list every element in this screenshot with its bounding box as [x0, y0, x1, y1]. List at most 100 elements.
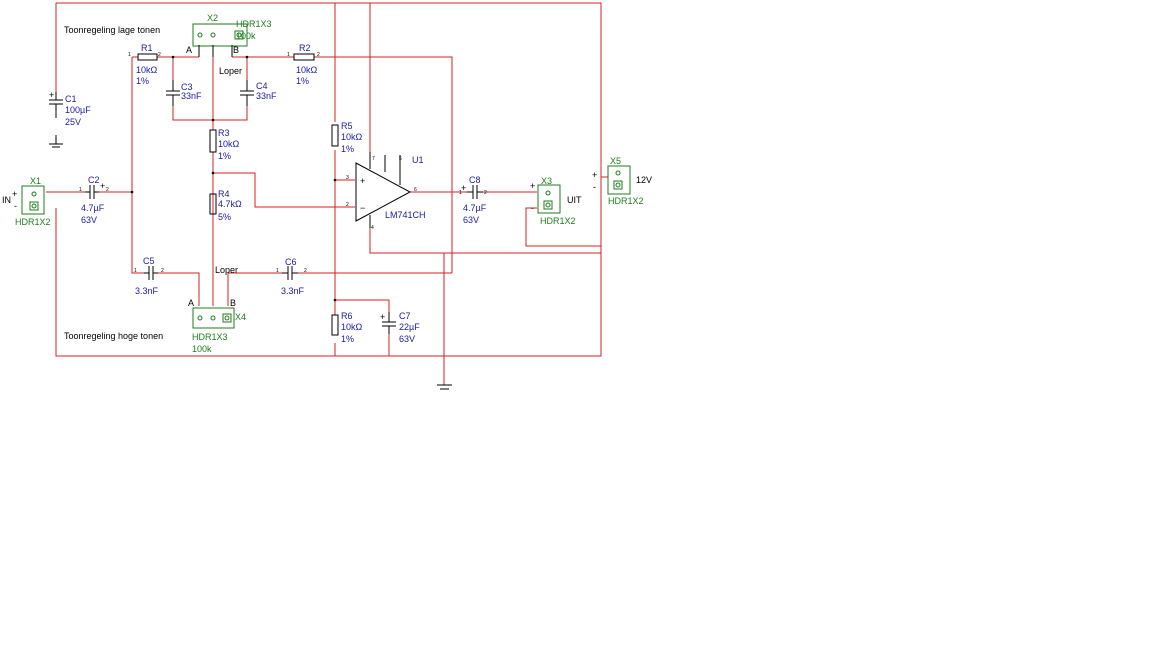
capacitor-c7: + C7 22µF 63V: [380, 311, 420, 344]
capacitor-c3-value: 33nF: [181, 91, 202, 101]
resistor-r6-ref: R6: [341, 311, 353, 321]
opamp-u1-minus: −: [360, 203, 365, 213]
connector-x3-label: UIT: [567, 195, 582, 205]
potentiometer-x4-value: 100k: [192, 344, 212, 354]
capacitor-c2: + C2 4.7µF 63V: [81, 175, 105, 225]
connector-x3-ref: X3: [541, 176, 552, 186]
resistor-r3-tol: 1%: [218, 151, 231, 161]
potentiometer-x2-type: HDR1X3: [236, 19, 272, 29]
connector-x1-plus: +: [12, 189, 17, 199]
resistor-r6-value: 10kΩ: [341, 322, 363, 332]
svg-text:1: 1: [128, 52, 131, 58]
capacitor-c7-value: 22µF: [399, 322, 420, 332]
capacitor-c4-ref: C4: [256, 81, 268, 91]
resistor-r2-tol: 1%: [296, 76, 309, 86]
capacitor-c2-ref: C2: [88, 175, 100, 185]
capacitor-c7-rating: 63V: [399, 334, 415, 344]
capacitor-c5-value: 3.3nF: [135, 286, 159, 296]
pot-b-label-bottom: B: [230, 298, 236, 308]
svg-text:6: 6: [414, 187, 417, 193]
potentiometer-x2-body: [192, 23, 248, 47]
capacitor-c1-plus: +: [49, 90, 54, 100]
svg-text:2: 2: [304, 268, 307, 274]
connector-x1-minus: -: [14, 201, 17, 211]
capacitor-c2-rating: 63V: [81, 215, 97, 225]
resistor-r1-ref: R1: [141, 43, 153, 53]
pot-b-label-top: B: [233, 45, 239, 55]
resistor-r6: R6 10kΩ 1%: [331, 311, 363, 344]
opamp-u1-ref: U1: [412, 155, 424, 165]
resistor-r5-ref: R5: [341, 121, 353, 131]
wiper-label-top: Loper: [219, 66, 242, 76]
capacitor-c4-value: 33nF: [256, 91, 277, 101]
capacitor-c5-ref: C5: [143, 256, 155, 266]
connector-x5-plus: +: [592, 170, 597, 180]
connector-x5-ref: X5: [610, 156, 621, 166]
connector-x5-label: 12V: [636, 175, 652, 185]
resistor-r3: R3 10kΩ 1%: [209, 128, 240, 161]
opamp-u1-plus: +: [360, 176, 365, 186]
resistor-r2-ref: R2: [299, 43, 311, 53]
resistor-r4-tol: 5%: [218, 212, 231, 222]
potentiometer-x2: X2 HDR1X3 100k: [192, 13, 272, 57]
resistor-r6-tol: 1%: [341, 334, 354, 344]
svg-text:2: 2: [484, 190, 487, 196]
connector-x1: X1 HDR1X2 IN + -: [2, 176, 51, 227]
capacitor-c8-plus: +: [461, 183, 466, 193]
resistor-r4-value: 4.7kΩ: [218, 199, 242, 209]
capacitor-c7-plus: +: [380, 312, 385, 322]
connector-x3-type: HDR1X2: [540, 216, 576, 226]
capacitor-c6-value: 3.3nF: [281, 286, 305, 296]
resistor-r4: R4 4.7kΩ 5%: [209, 189, 242, 222]
resistor-r5: R5 10kΩ 1%: [331, 121, 363, 154]
svg-text:2: 2: [158, 52, 161, 58]
resistor-r2-value: 10kΩ: [296, 65, 318, 75]
connector-x3: X3 HDR1X2 UIT + -: [530, 176, 582, 226]
connector-x1-pin2-icon: [29, 201, 39, 211]
resistor-r3-ref: R3: [218, 128, 230, 138]
pin-numbers: 1 2 1 2 1 2 1 2 1 2 7 5 3 2 6 4 1 2: [79, 52, 487, 274]
potentiometer-x4-type: HDR1X3: [192, 332, 228, 342]
capacitor-c7-ref: C7: [399, 311, 411, 321]
connector-x5-type: HDR1X2: [608, 196, 644, 206]
opamp-u1-part: LM741CH: [385, 210, 426, 220]
pot-a-label-top: A: [186, 45, 192, 55]
svg-text:2: 2: [346, 202, 349, 208]
capacitor-c8-ref: C8: [469, 175, 481, 185]
connector-x5-minus: -: [593, 182, 596, 192]
ground-icon: [437, 384, 452, 390]
capacitor-c1-ref: C1: [65, 94, 77, 104]
svg-text:2: 2: [161, 268, 164, 274]
connector-x3-plus: +: [530, 181, 535, 191]
capacitor-c2-plus: +: [100, 181, 105, 191]
connector-x5-body: [607, 165, 631, 195]
high-tone-note: Toonregeling hoge tonen: [64, 331, 163, 341]
svg-text:2: 2: [106, 187, 109, 193]
connector-x1-label: IN: [2, 195, 11, 205]
capacitor-c1: + C1 100µF 25V: [49, 90, 91, 148]
svg-text:4: 4: [371, 225, 374, 231]
potentiometer-x2-ref: X2: [207, 13, 218, 23]
svg-text:1: 1: [287, 52, 290, 58]
capacitor-c1-rating: 25V: [65, 117, 81, 127]
potentiometer-x4-body: [192, 307, 235, 329]
wires: [46, 2, 608, 385]
svg-text:1: 1: [276, 268, 279, 274]
capacitor-c8: + C8 4.7µF 63V: [461, 175, 487, 225]
connector-x1-pin1-icon: [31, 191, 37, 197]
connector-x5: X5 HDR1X2 12V + -: [592, 156, 652, 206]
resistor-r4-ref: R4: [218, 189, 230, 199]
resistor-r1-value: 10kΩ: [136, 65, 158, 75]
resistor-r3-value: 10kΩ: [218, 139, 240, 149]
connector-x3-minus: -: [531, 203, 534, 213]
potentiometer-x4: X4 HDR1X3 100k: [192, 307, 246, 354]
potentiometer-x2-value: 100k: [236, 31, 256, 41]
pot-a-label-bottom: A: [188, 298, 194, 308]
capacitor-c8-value: 4.7µF: [463, 203, 487, 213]
capacitor-c3: C3 33nF: [166, 80, 202, 106]
wiper-label-bottom: Loper: [215, 265, 238, 275]
capacitor-c5: C5 3.3nF: [135, 256, 159, 296]
resistor-r2: R2 10kΩ 1%: [293, 43, 318, 86]
capacitor-c6-ref: C6: [285, 257, 297, 267]
